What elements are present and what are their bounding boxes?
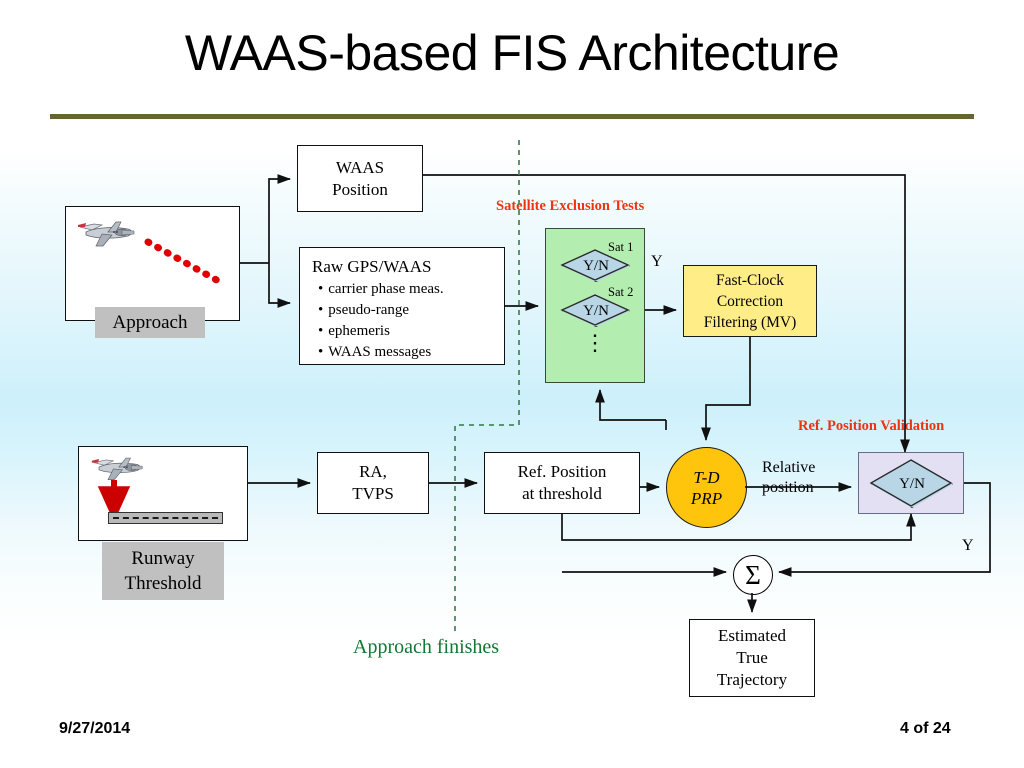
td-prp-circle: T-D PRP xyxy=(666,447,747,528)
raw-gps-waas-bullets: carrier phase meas. pseudo-range ephemer… xyxy=(312,279,494,363)
runway-threshold-label-line1: Runway xyxy=(131,548,195,569)
ref-position-validation-heading: Ref. Position Validation xyxy=(798,418,945,434)
validation-y-label: Y xyxy=(962,537,974,554)
satellite-exclusion-tests-heading: Satellite Exclusion Tests xyxy=(496,198,645,214)
td-prp-label-line1: T-D xyxy=(693,467,720,487)
aircraft-icon-approach xyxy=(72,213,140,253)
ra-tvps-box: RA, TVPS xyxy=(317,452,429,514)
fast-clock-label-line1: Fast-Clock xyxy=(715,271,785,289)
fast-clock-label-line2: Correction xyxy=(716,292,784,310)
estimated-trajectory-line3: Trajectory xyxy=(716,670,788,689)
relative-position-label: Relative position xyxy=(762,458,815,498)
list-item: ephemeris xyxy=(318,321,494,342)
footer-date: 9/27/2014 xyxy=(59,720,131,737)
summation-symbol: Σ xyxy=(745,559,761,590)
runway-threshold-label-line2: Threshold xyxy=(124,573,202,594)
list-item: carrier phase meas. xyxy=(318,279,494,300)
estimated-trajectory-line2: True xyxy=(736,648,768,667)
page-title: WAAS-based FIS Architecture xyxy=(184,25,840,81)
relative-position-line1: Relative xyxy=(762,459,816,476)
list-item: WAAS messages xyxy=(318,342,494,363)
ra-tvps-label-line2: TVPS xyxy=(352,484,394,503)
fast-clock-correction-box: Fast-Clock Correction Filtering (MV) xyxy=(683,265,817,337)
sat-branch-y-label: Y xyxy=(651,253,663,270)
sat-2-label: Sat 2 xyxy=(608,285,634,299)
fast-clock-label-line3: Filtering (MV) xyxy=(703,313,797,331)
approach-scene-label: Approach xyxy=(95,307,205,338)
runway-threshold-scene-label: Runway Threshold xyxy=(102,542,224,600)
approach-finishes-label: Approach finishes xyxy=(353,636,500,658)
validation-decision-label: Y/N xyxy=(899,475,925,492)
relative-position-line2: position xyxy=(762,479,814,496)
title-divider xyxy=(50,114,974,119)
ref-position-at-threshold-box: Ref. Position at threshold xyxy=(484,452,640,514)
estimated-true-trajectory-box: Estimated True Trajectory xyxy=(689,619,815,697)
ref-position-label-line1: Ref. Position xyxy=(517,462,607,481)
runway-centerline xyxy=(113,517,218,519)
list-item: pseudo-range xyxy=(318,300,494,321)
waas-position-label-line2: Position xyxy=(332,179,388,199)
aircraft-icon-runway xyxy=(83,450,151,486)
estimated-trajectory-line1: Estimated xyxy=(718,626,786,645)
raw-gps-waas-title: Raw GPS/WAAS xyxy=(312,257,432,276)
waas-position-label-line1: WAAS xyxy=(335,157,385,177)
ref-position-label-line2: at threshold xyxy=(522,484,602,503)
more-satellites-indicator: ⋮ xyxy=(584,330,606,355)
sat-1-label: Sat 1 xyxy=(608,240,634,254)
sat-2-decision-label: Y/N xyxy=(583,302,609,319)
sat-1-decision-label: Y/N xyxy=(583,257,609,274)
waas-position-box: WAAS Position xyxy=(297,145,423,212)
td-prp-label-line2: PRP xyxy=(690,488,723,508)
summation-node: Σ xyxy=(733,555,773,595)
ra-tvps-label-line1: RA, xyxy=(359,462,387,481)
footer-page-number: 4 of 24 xyxy=(900,720,951,737)
raw-gps-waas-box: Raw GPS/WAAS carrier phase meas. pseudo-… xyxy=(299,247,505,365)
runway-strip xyxy=(108,512,223,524)
